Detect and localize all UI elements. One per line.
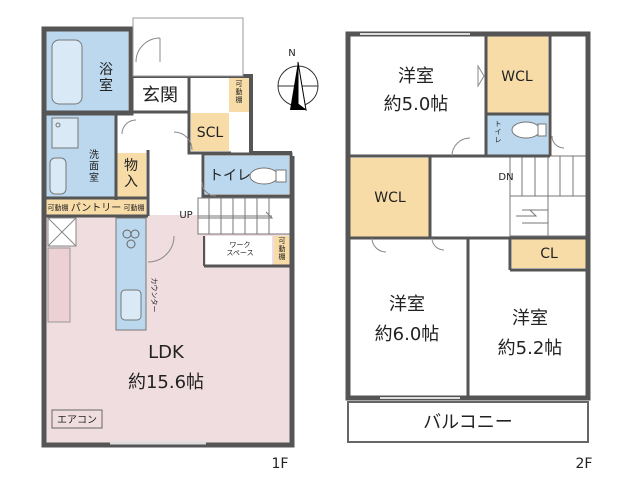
- label-line: 物: [124, 158, 138, 174]
- toilet-bowl-1f: [249, 167, 279, 185]
- label-line: 棚: [236, 95, 243, 104]
- label-pantry-shelf-left: 可動棚: [48, 203, 69, 212]
- wash-basin: [49, 157, 67, 195]
- label-line: 可: [279, 237, 286, 245]
- label-work-space: ワークスペース: [226, 241, 253, 257]
- label-stairs-up: UP: [179, 210, 192, 221]
- label-line: 動: [279, 244, 286, 253]
- label-bath: 浴室: [99, 62, 113, 94]
- floor-2-label: 2F: [576, 456, 593, 472]
- label-balcony: バルコニー: [423, 412, 513, 433]
- stairs-2f: [509, 155, 587, 237]
- label-pantry-shelf-right: 可動棚: [124, 203, 145, 212]
- toilet-bowl-2f: [511, 121, 541, 139]
- ldk-cabinet: [47, 247, 71, 323]
- floor-1-plan: 浴室 玄関 可動棚 SCL トイレ 洗面室 物入 パントリー 可動棚 可動棚 ワ…: [41, 17, 295, 472]
- label-room-a: 洋室: [398, 66, 434, 87]
- label-cl: CL: [540, 246, 558, 262]
- label-room-b: 洋室: [389, 294, 425, 315]
- label-movable-shelf-entrance: 可動棚: [236, 80, 243, 104]
- pantry: [46, 199, 146, 215]
- label-line: 入: [124, 174, 138, 190]
- label-line: レ: [495, 136, 502, 144]
- label-stairs-down: DN: [498, 172, 513, 183]
- label-line: イ: [495, 128, 502, 136]
- label-toilet-1f: トイレ: [209, 168, 251, 184]
- bathtub: [51, 39, 83, 105]
- kitchen-sink: [120, 289, 142, 321]
- work-space-shelf: [274, 236, 290, 266]
- aircon-box: [51, 409, 103, 429]
- label-entrance: 玄関: [142, 85, 178, 106]
- balcony-area: [347, 401, 589, 443]
- label-scl: SCL: [197, 125, 224, 141]
- label-line: 棚: [279, 252, 286, 261]
- label-line: ト: [495, 120, 502, 128]
- label-toilet-2f: トイレ: [495, 120, 502, 144]
- label-wcl-b: WCL: [374, 190, 406, 206]
- cl-room: [512, 238, 586, 268]
- label-room-a-size: 約5.0帖: [384, 94, 449, 115]
- label-line: 室: [99, 77, 113, 94]
- label-ldk: LDK: [148, 342, 185, 363]
- wcl-a-room: [486, 36, 548, 114]
- label-washroom: 洗面室: [89, 149, 99, 184]
- entrance-porch: [132, 17, 244, 77]
- work-space-area: [206, 236, 272, 266]
- wcl-b-room: [350, 158, 430, 238]
- label-line: 動: [236, 87, 243, 96]
- label-work-shelf: 可動棚: [279, 237, 286, 261]
- scl-room: [191, 113, 229, 151]
- label-room-c: 洋室: [512, 308, 548, 329]
- label-wcl-a: WCL: [501, 69, 533, 85]
- label-counter: カウンター: [150, 278, 159, 313]
- label-line: ワーク: [230, 241, 251, 249]
- washing-machine-pan: [51, 117, 79, 149]
- label-aircon: エアコン: [57, 415, 97, 426]
- floor-1-label: 1F: [272, 456, 289, 472]
- stairs-1f: [197, 197, 291, 235]
- label-line: 室: [89, 171, 99, 184]
- label-room-c-size: 約5.2帖: [498, 338, 563, 359]
- label-room-b-size: 約6.0帖: [375, 324, 440, 345]
- label-line: 面: [89, 162, 99, 173]
- label-line: スペース: [226, 249, 253, 257]
- label-pantry: パントリー: [71, 202, 122, 214]
- label-line: 可: [236, 80, 243, 88]
- label-ldk-size: 約15.6帖: [128, 372, 204, 393]
- movable-shelf-entrance: [229, 76, 249, 112]
- label-line: 浴: [99, 62, 113, 78]
- compass-north-label: N: [288, 48, 295, 59]
- label-storage: 物入: [124, 158, 138, 190]
- compass: N: [277, 48, 319, 112]
- floor-2-plan: 洋室 約5.0帖 WCL トイレ WCL 洋室 約6.0帖 洋室 約5.2帖 C…: [345, 31, 593, 472]
- label-line: 洗: [89, 149, 99, 161]
- storage-closet: [116, 153, 146, 197]
